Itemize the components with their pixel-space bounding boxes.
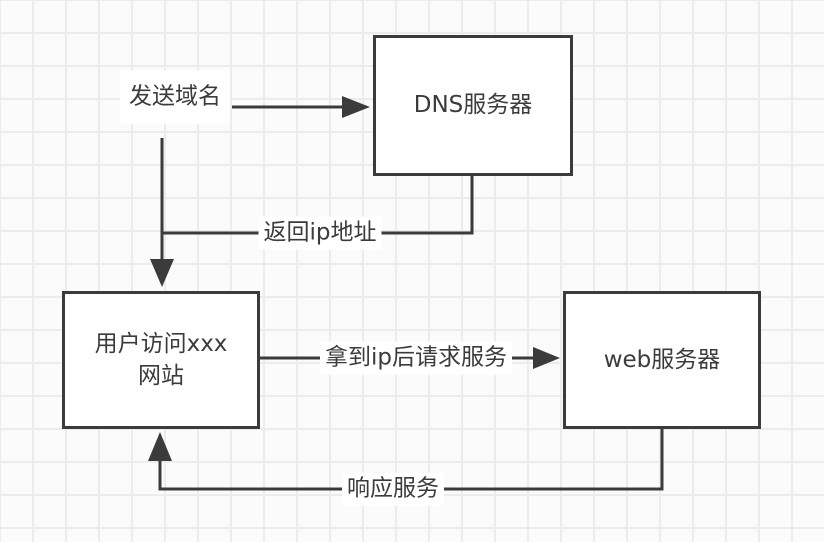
arrowhead-up-icon	[148, 432, 172, 461]
node-user-visits-website[interactable]: 用户访问xxx 网站	[62, 291, 260, 429]
arrowhead-right-icon	[342, 96, 370, 118]
node-dns-server[interactable]: DNS服务器	[373, 35, 573, 176]
edge-label-respond-service[interactable]: 响应服务	[342, 472, 444, 506]
arrowhead-right-icon	[533, 347, 560, 369]
edge-label-request-service[interactable]: 拿到ip后请求服务	[320, 341, 512, 375]
edge-domain-to-user[interactable]	[150, 138, 174, 287]
edge-label-return-ip[interactable]: 返回ip地址	[258, 216, 382, 250]
edge-label-send-domain[interactable]: 发送域名	[120, 70, 230, 124]
edge-send-domain[interactable]	[232, 96, 370, 118]
node-web-server[interactable]: web服务器	[563, 291, 761, 429]
arrowhead-down-icon	[150, 259, 174, 287]
